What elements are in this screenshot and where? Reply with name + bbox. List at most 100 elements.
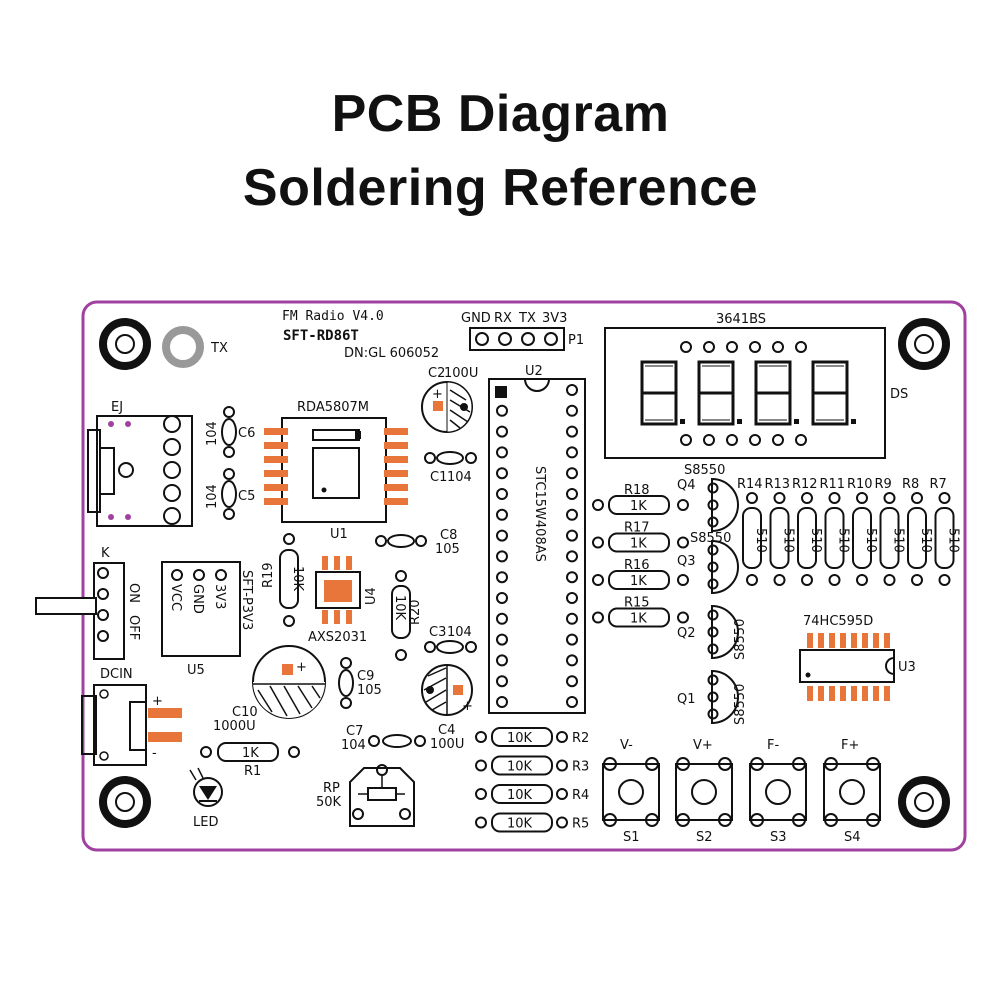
power-switch (35, 562, 125, 660)
r19-value: 10K (290, 566, 305, 592)
transistor-ref: Q4 (677, 478, 696, 493)
resistor-value: 510 (753, 528, 768, 553)
button-s4[interactable]: F+S4 (823, 738, 881, 845)
resistor-ref: R9 (875, 477, 892, 492)
c3-ref: C3 (429, 625, 446, 640)
mount-hole-top-right (898, 318, 950, 370)
resistor-ref: R14 (737, 477, 763, 492)
c9-value: 105 (357, 683, 382, 698)
capacitor-c2: + (421, 381, 473, 433)
rp-value: 50K (316, 795, 342, 810)
chip-u1 (264, 417, 408, 523)
r1-value: 1K (242, 746, 259, 761)
button-ref: S1 (623, 830, 640, 845)
display-digit (811, 360, 856, 426)
button-label: F- (767, 738, 779, 753)
heading-line-1: PCB Diagram (331, 85, 670, 143)
resistor-value: 510 (946, 528, 961, 553)
resistor-value: 1K (630, 499, 647, 514)
c2-value: 100U (444, 366, 478, 381)
capacitor-c4: + (421, 664, 473, 716)
mount-hole-top-left (99, 318, 151, 370)
resistor-ref: R11 (820, 477, 846, 492)
c6-ref: C6 (238, 426, 255, 441)
resistor-value: 510 (863, 528, 878, 553)
transistor-ref: Q1 (677, 692, 696, 707)
resistor-ref: R12 (792, 477, 818, 492)
resistor-ref: R2 (572, 731, 589, 746)
c7-value: 104 (341, 738, 366, 753)
resistor-ref: R18 (624, 483, 650, 498)
resistor-value: 1K (630, 612, 647, 627)
c1-value: 104 (447, 470, 472, 485)
button-label: V+ (693, 738, 713, 753)
button-label: V- (620, 738, 633, 753)
resistor-value: 510 (808, 528, 823, 553)
chip-u4 (315, 556, 361, 624)
c10-ref: C10 (232, 705, 258, 720)
resistor-value: 510 (836, 528, 851, 553)
display-name: 3641BS (716, 312, 766, 327)
c5-value: 104 (205, 484, 220, 509)
chip-u2 (488, 378, 586, 714)
resistor-r19 (279, 533, 299, 627)
resistor-value: 10K (507, 817, 533, 832)
capacitor-c9 (338, 657, 354, 709)
u5-pin-3v3: 3V3 (212, 584, 227, 609)
resistor-value: 10K (507, 760, 533, 775)
chip-u3 (799, 633, 895, 701)
header-p1: GND RX TX 3V3 P1 (461, 311, 584, 351)
header-pin-rx: RX (494, 311, 512, 326)
c4-ref: C4 (438, 723, 455, 738)
u3-ref: U3 (898, 660, 916, 675)
dc-minus: - (152, 746, 157, 761)
transistor-q1: Q1 S8550 (677, 669, 748, 725)
display-digit (697, 360, 742, 426)
buttons: V- S1 V+ S2 F-S3 F+S4 (602, 738, 881, 845)
ej-label: EJ (111, 400, 123, 415)
capacitor-c7 (368, 734, 426, 748)
resistor-ref: R7 (930, 477, 947, 492)
button-ref: S2 (696, 830, 713, 845)
transistor-type: S8550 (733, 684, 748, 725)
resistor-ref: R17 (624, 521, 650, 536)
display-ref: DS (890, 387, 908, 402)
u5-pin-gnd: GND (190, 584, 205, 614)
c4-value: 100U (430, 737, 464, 752)
board-title: FM Radio V4.0 (282, 309, 384, 324)
transistor-type: S8550 (690, 531, 731, 546)
transistor-type: S8550 (684, 463, 725, 478)
switch-off: OFF (126, 615, 141, 640)
board-model: SFT-RD86T (283, 328, 359, 344)
resistor-value: 1K (630, 574, 647, 589)
r20-ref: R20 (408, 599, 423, 625)
display-digit (640, 360, 685, 426)
button-s3[interactable]: F-S3 (749, 738, 807, 845)
u1-name: RDA5807M (297, 400, 369, 415)
svg-text:+: + (462, 699, 473, 714)
svg-text:+: + (296, 660, 307, 675)
c5-ref: C5 (238, 489, 255, 504)
button-s1[interactable]: V- S1 (602, 738, 660, 845)
svg-text:+: + (432, 387, 443, 402)
led-label: LED (193, 815, 218, 830)
r20-value: 10K (392, 595, 407, 621)
resistor-ref: R8 (902, 477, 919, 492)
tx-label: TX (210, 341, 228, 356)
u5-name: SFT-P3V3 (239, 570, 254, 630)
display-ds (604, 327, 886, 459)
resistor-value: 1K (630, 537, 647, 552)
u4-ref: U4 (364, 587, 379, 605)
button-s2[interactable]: V+ S2 (675, 738, 733, 845)
c2-ref: C2 (428, 366, 445, 381)
